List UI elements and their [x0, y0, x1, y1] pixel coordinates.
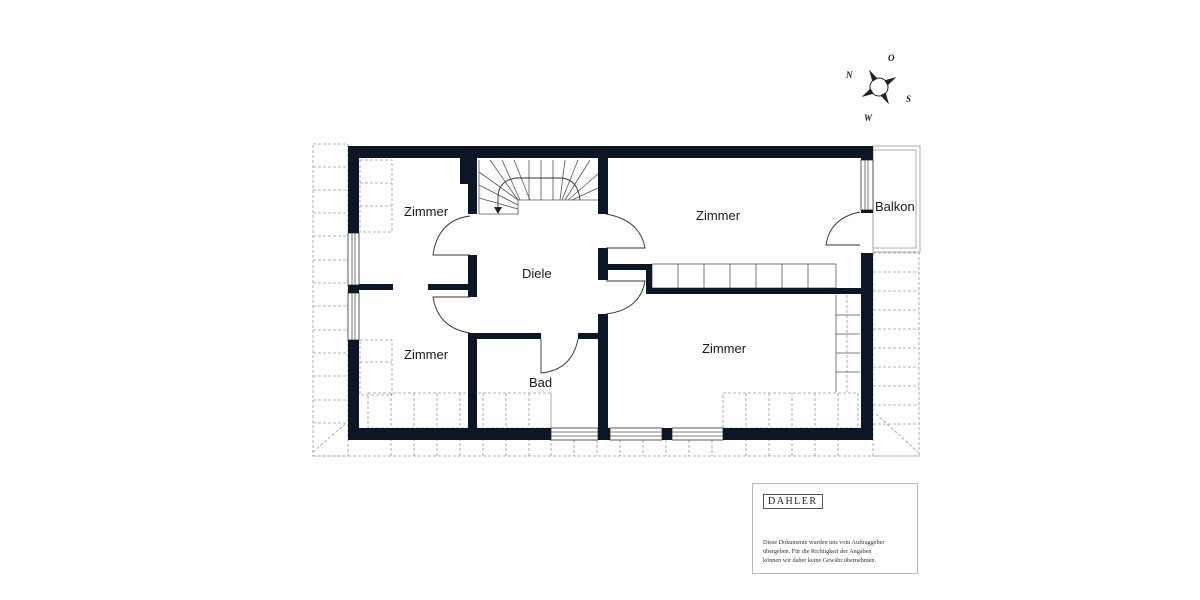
- windows: [347, 159, 874, 441]
- compass-west-label: W: [864, 113, 873, 123]
- compass-south-label: S: [906, 94, 911, 104]
- room-label-zimmer-bottom-right: Zimmer: [702, 341, 747, 356]
- disclaimer-box: DAHLER Diese Dokumente wurden uns vom Au…: [752, 483, 918, 574]
- room-labels: Zimmer Zimmer Diele Bad Zimmer Zimmer Ba…: [404, 199, 915, 390]
- walls: [348, 146, 873, 440]
- roof-outline-bottom: [313, 392, 920, 457]
- room-label-zimmer-bottom-left: Zimmer: [404, 347, 449, 362]
- disclaimer-line: können wir daher keine Gewähr übernehmen…: [763, 557, 877, 565]
- staircase-top: [478, 159, 599, 215]
- room-label-balkon: Balkon: [875, 199, 915, 214]
- balkon-area: [872, 145, 921, 253]
- compass-north-label: N: [845, 70, 853, 80]
- brand-logo: DAHLER: [763, 494, 823, 509]
- disclaimer-text: Diese Dokumente wurden uns vom Auftragge…: [763, 538, 913, 566]
- compass-east-label: O: [888, 53, 895, 63]
- door-swings: [432, 211, 861, 374]
- compass-icon: [861, 69, 897, 105]
- room-label-zimmer-top-left: Zimmer: [404, 204, 449, 219]
- roof-outline-right: [846, 252, 920, 457]
- room-label-bad: Bad: [529, 375, 552, 390]
- disclaimer-line: übergeben. Für die Richtigkeit der Angab…: [763, 548, 872, 556]
- room-label-diele: Diele: [522, 266, 552, 281]
- railing-right: [651, 263, 860, 392]
- room-label-zimmer-top-right: Zimmer: [696, 208, 741, 223]
- disclaimer-line: Diese Dokumente wurden uns vom Auftragge…: [763, 539, 885, 546]
